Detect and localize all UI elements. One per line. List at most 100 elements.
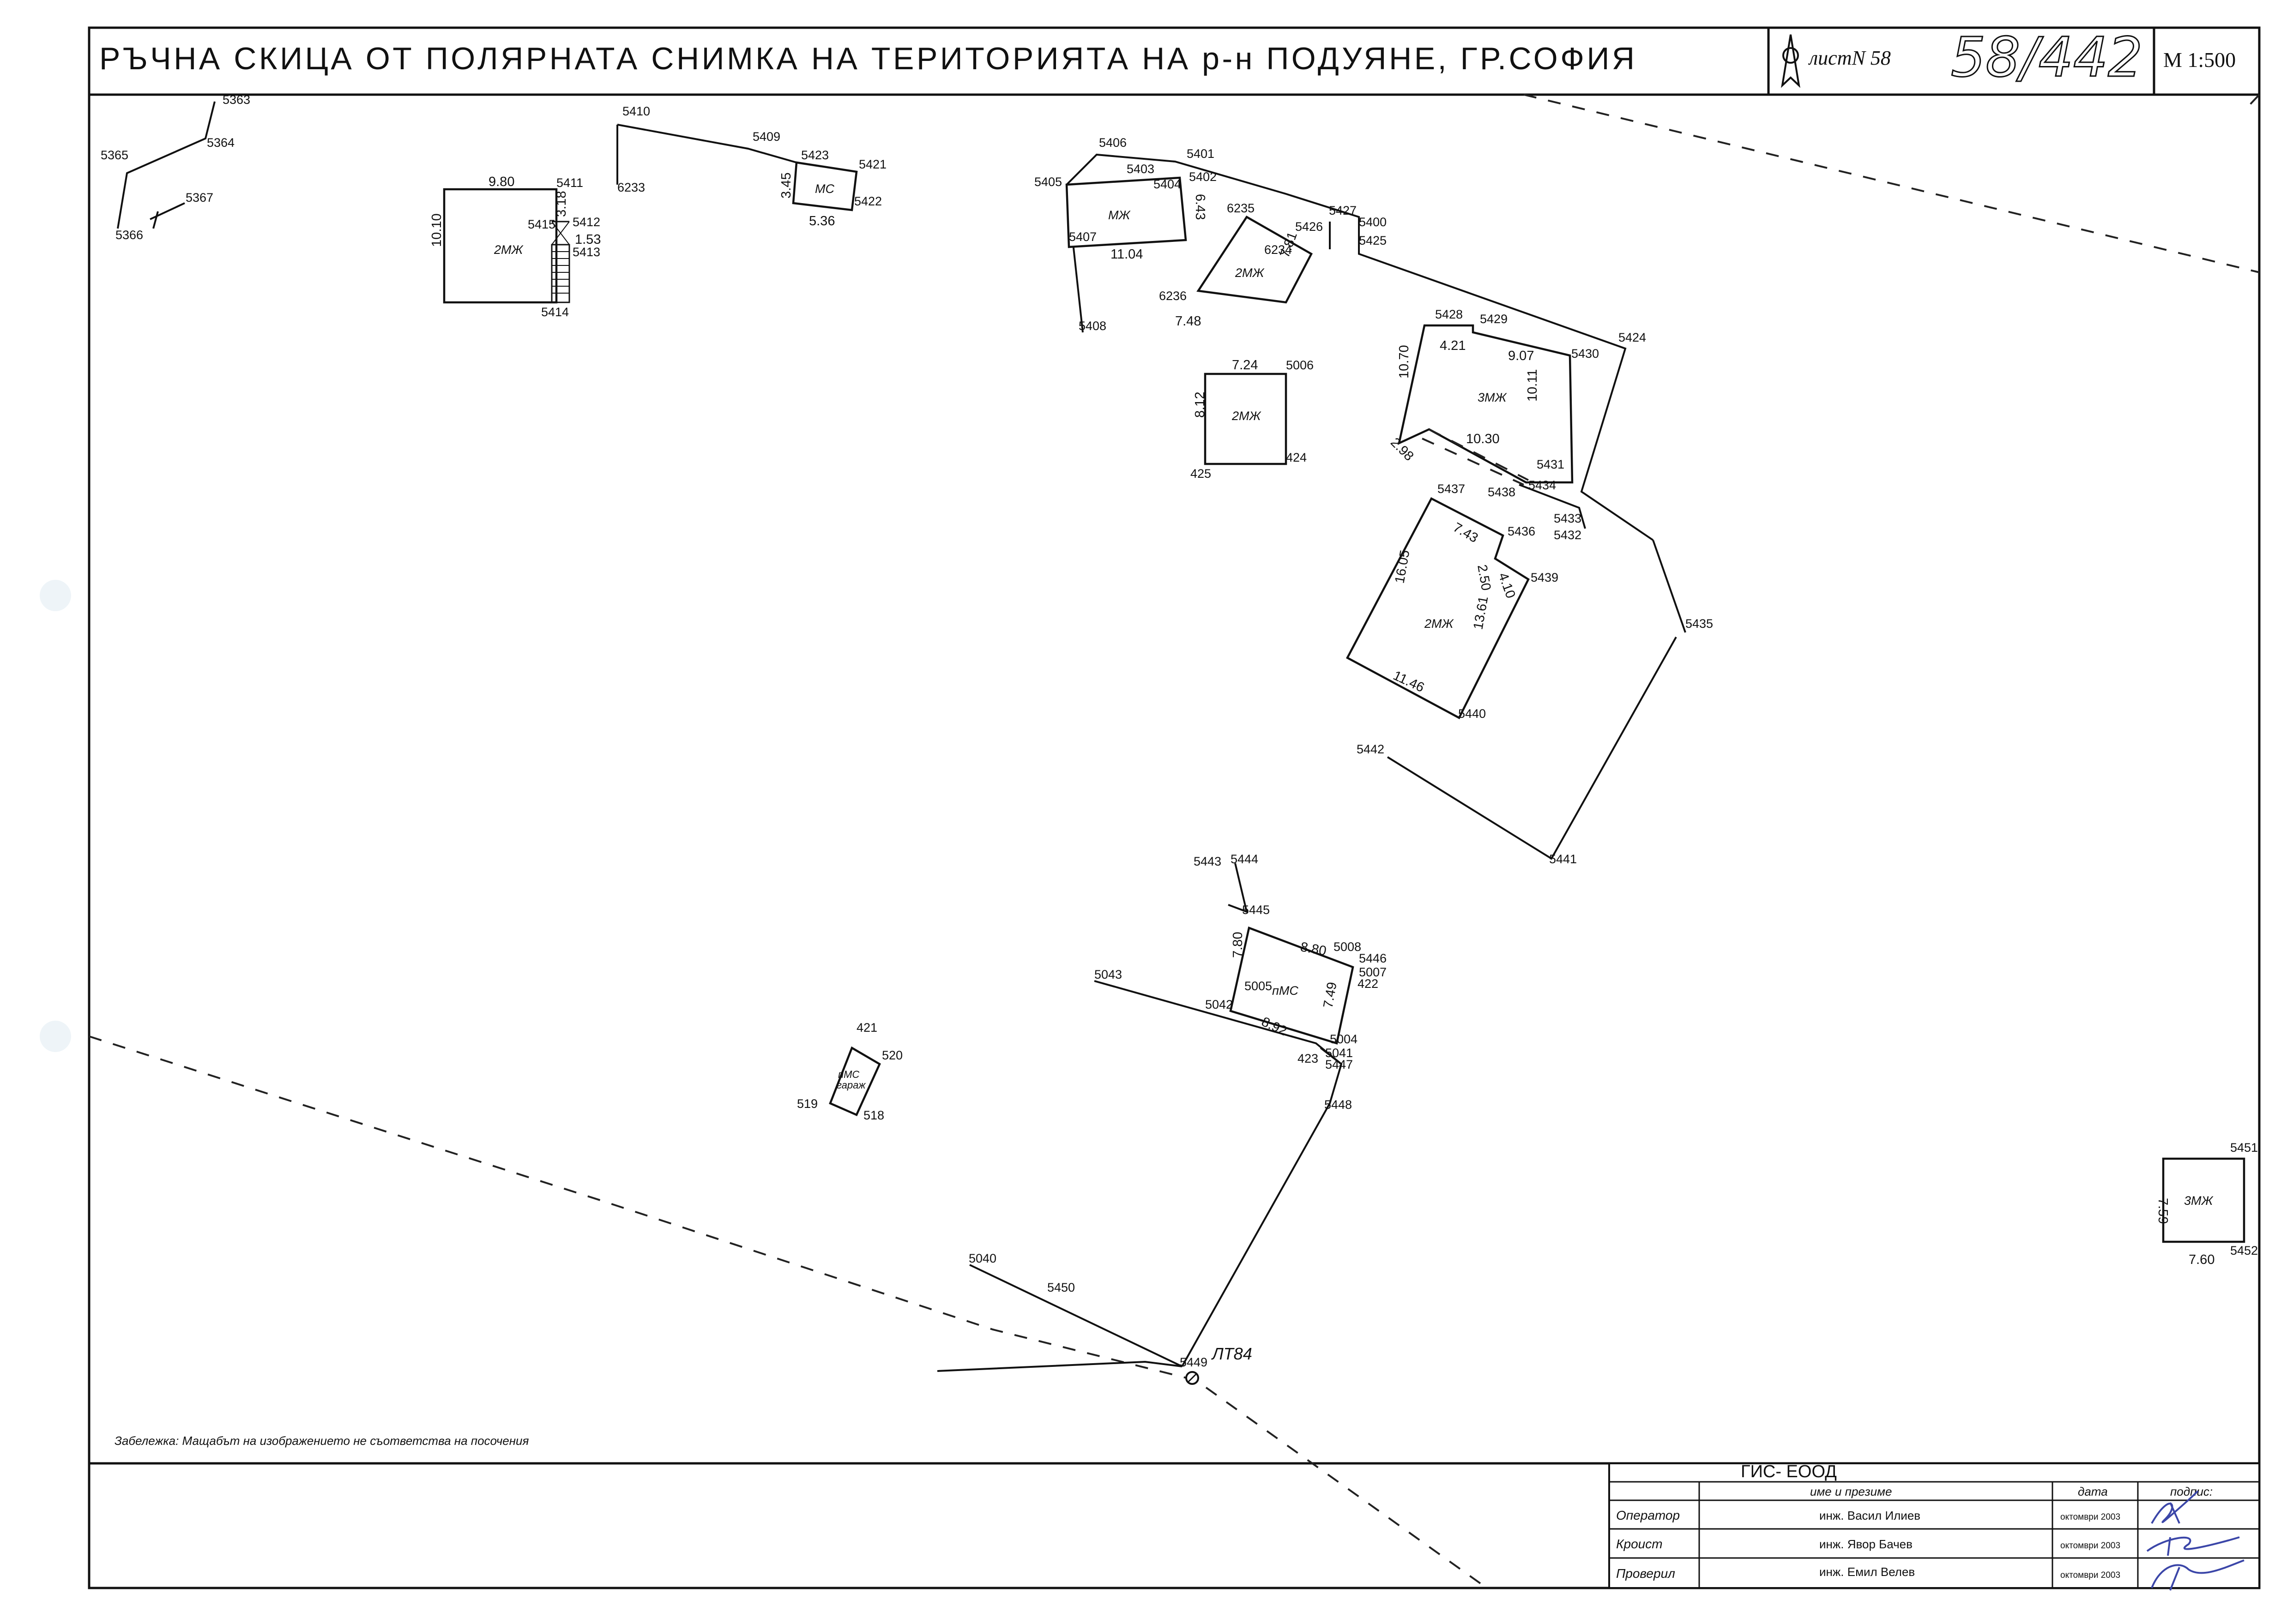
dimension-label: 10.11 [1525, 369, 1540, 402]
point-number: 5400 [1359, 215, 1387, 229]
dimension-label: 7.60 [2189, 1252, 2215, 1267]
point-number: 5363 [223, 93, 250, 107]
point-number: 5006 [1286, 358, 1314, 372]
point-number: 5405 [1034, 175, 1062, 189]
point-number: 5442 [1357, 742, 1384, 756]
point-number-labels: 5363536453655366536754106233540954235421… [101, 93, 2258, 1369]
point-number: 5427 [1329, 204, 1357, 217]
scale-note: Забележка: Мащабът на изображението не с… [115, 1434, 529, 1448]
building-label: МЖ [1108, 208, 1131, 222]
point-number: 5413 [573, 245, 600, 259]
point-number: 5439 [1531, 571, 1558, 584]
point-number: 5450 [1047, 1281, 1075, 1294]
dashed-boundary-line [2243, 94, 2260, 112]
point-number: 5452 [2230, 1244, 2258, 1257]
building-ms [792, 161, 858, 211]
dimension-label: 7.48 [1175, 314, 1201, 329]
point-number: 5434 [1528, 478, 1556, 492]
row-name: инж. Васил Илиев [1819, 1509, 1920, 1522]
point-number: 5447 [1325, 1058, 1353, 1071]
sheet-frame [88, 26, 2261, 1589]
dimension-label: 11.04 [1110, 247, 1143, 262]
row-role: Оператор [1616, 1508, 1680, 1522]
building-mzh [1065, 176, 1187, 248]
dimension-label: 3.45 [779, 173, 794, 198]
building-3mzh-b [2162, 1157, 2245, 1243]
point-number: 5444 [1231, 852, 1258, 866]
point-number: 5446 [1359, 951, 1387, 965]
point-number: 5408 [1079, 319, 1106, 333]
point-number: 5432 [1554, 528, 1581, 542]
building-2mzh-b [1196, 215, 1313, 304]
point-number: 5429 [1480, 312, 1508, 326]
row-name: инж. Емил Велев [1819, 1565, 1915, 1579]
building-2mzh-c [1204, 373, 1287, 465]
point-number: 5365 [101, 148, 128, 162]
point-number: 5424 [1618, 331, 1646, 344]
row-name: инж. Явор Бачев [1819, 1537, 1913, 1551]
dimension-label: 2.98 [1388, 435, 1417, 464]
building-pms [1229, 926, 1354, 1045]
point-number: 5406 [1099, 136, 1127, 150]
point-number: 5425 [1359, 234, 1387, 247]
punch-hole [40, 580, 71, 611]
dimension-label: 7.59 [2155, 1198, 2170, 1224]
point-number: 6235 [1227, 201, 1255, 215]
point-number: 5409 [753, 130, 780, 144]
station-label: ЛТ84 [1211, 1344, 1252, 1363]
point-number: 5414 [541, 305, 569, 319]
point-number: 5440 [1458, 707, 1486, 721]
point-number: 425 [1190, 467, 1211, 481]
point-number: 5436 [1508, 524, 1535, 538]
point-number: 5431 [1537, 457, 1564, 471]
point-number: 520 [882, 1048, 903, 1062]
dashed-boundary-line [89, 1035, 1488, 1589]
building-label: 3МЖ [2184, 1194, 2214, 1208]
row-role: Проверил [1616, 1566, 1675, 1581]
point-number: 5422 [854, 194, 882, 208]
sheet-label: листN 58 [1808, 47, 1891, 69]
dimension-label: 8.12 [1193, 392, 1207, 418]
point-number: 5435 [1685, 617, 1713, 631]
point-number: 5410 [622, 104, 650, 118]
row-date: октомври 2003 [2060, 1541, 2120, 1551]
point-number: 5008 [1334, 940, 1361, 954]
point-number: 5451 [2230, 1141, 2258, 1155]
dimension-label: 6.43 [1193, 194, 1207, 220]
point-number: 5415 [528, 217, 555, 231]
point-number: 423 [1297, 1052, 1318, 1065]
point-number: 5426 [1295, 220, 1323, 234]
point-number: 5366 [115, 228, 143, 242]
point-number: 519 [797, 1097, 818, 1111]
point-number: 421 [857, 1021, 877, 1035]
stairs-hatch [551, 221, 570, 303]
dimension-label: 3.18 [554, 191, 569, 217]
dimension-label: 1.53 [575, 232, 601, 247]
col-date-header: дата [2078, 1485, 2108, 1498]
row-date: октомври 2003 [2060, 1570, 2120, 1580]
dimension-label: 7.80 [1231, 932, 1245, 958]
point-number: 5403 [1127, 162, 1154, 176]
north-arrow-icon [1781, 34, 1800, 88]
building-label: 2МЖ [494, 243, 524, 257]
point-number: 424 [1286, 451, 1307, 464]
company-name: ГИС- ЕООД [1741, 1462, 1837, 1481]
point-number: 5448 [1324, 1098, 1352, 1112]
point-number: 5404 [1153, 177, 1181, 191]
point-number: 5412 [573, 215, 600, 229]
building-3mzh-a [1397, 324, 1574, 484]
dimension-label: 10.70 [1397, 345, 1412, 379]
dimension-label: 7.24 [1232, 358, 1258, 373]
point-number: 5443 [1194, 854, 1221, 868]
dimension-label: 10.10 [429, 213, 444, 247]
point-number: 6233 [617, 180, 645, 194]
point-number: 5430 [1571, 347, 1599, 361]
building-label: пМС [838, 1069, 859, 1080]
dimension-label: 9.07 [1508, 349, 1534, 363]
point-number: 5043 [1094, 968, 1122, 981]
dimension-label: 5.36 [809, 214, 835, 229]
building-dashed-edge [1422, 438, 1524, 486]
point-number: 5438 [1488, 485, 1515, 499]
dashed-boundary-line [1523, 94, 2260, 273]
